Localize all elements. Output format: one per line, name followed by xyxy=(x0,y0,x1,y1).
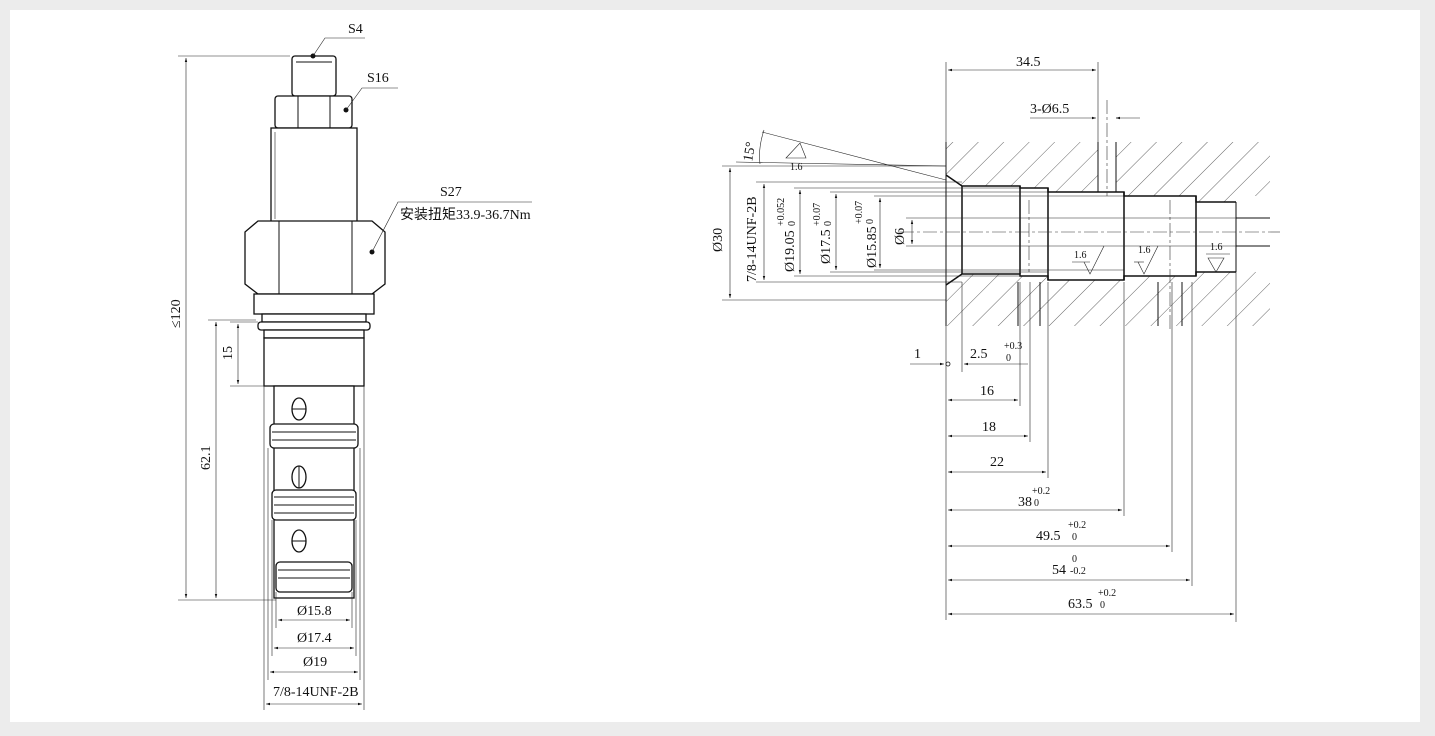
callout-s16: S16 xyxy=(343,71,398,113)
label-dim-38: 38 xyxy=(1018,495,1032,510)
dim-62-1: 62.1 xyxy=(199,319,256,598)
tol-63-5-up: +0.2 xyxy=(1098,588,1116,599)
label-dia-17-4: Ø17.4 xyxy=(297,631,332,646)
label-roughness-4: 1.6 xyxy=(1210,242,1223,253)
label-dim-63-5: 63.5 xyxy=(1068,597,1093,612)
dim-holes: 3-Ø6.5 xyxy=(1030,102,1140,120)
cavity-view: 34.5 3-Ø6.5 15° 1.6 Ø30 7/8-14UN xyxy=(711,55,1280,622)
tol-2-5-lo: 0 xyxy=(1006,353,1011,364)
dim-angle: 15° 1.6 xyxy=(735,129,947,181)
label-dia-15-85: Ø15.85 xyxy=(865,226,880,268)
dim-diameters-vertical: Ø30 7/8-14UNF-2B Ø19.05 +0.052 0 Ø17.5 +… xyxy=(711,165,1236,301)
label-dim-1: 1 xyxy=(914,347,921,362)
tol-15-85-lo: 0 xyxy=(865,219,876,224)
dim-bottom-diameters: Ø15.8 Ø17.4 Ø19 7/8-14UNF-2B xyxy=(263,386,365,710)
dim-depths: 1 2.5 +0.3 0 16 18 22 38 +0.2 0 xyxy=(910,272,1237,622)
label-dim-15: 15 xyxy=(221,346,236,360)
tol-63-5-lo: 0 xyxy=(1100,600,1105,611)
tol-38-up: +0.2 xyxy=(1032,486,1050,497)
tol-38-lo: 0 xyxy=(1034,498,1039,509)
dim-15: 15 xyxy=(221,321,272,387)
roughness-symbols: 1.6 1.6 1.6 xyxy=(1072,242,1230,275)
label-dia-19: Ø19 xyxy=(303,655,327,670)
tol-15-85-up: +0.07 xyxy=(854,201,865,224)
label-roughness-3: 1.6 xyxy=(1138,245,1151,256)
tol-2-5-up: +0.3 xyxy=(1004,341,1022,352)
label-dia-15-8: Ø15.8 xyxy=(297,604,332,619)
label-dim-62-1: 62.1 xyxy=(199,446,214,471)
label-roughness-1: 1.6 xyxy=(790,162,803,173)
label-roughness-2: 1.6 xyxy=(1074,250,1087,261)
label-overall-length: ≤120 xyxy=(169,299,184,328)
tol-49-5-lo: 0 xyxy=(1072,532,1077,543)
valve-body xyxy=(244,55,386,599)
label-s4: S4 xyxy=(348,22,363,37)
callout-s27: S27 安装扭矩33.9-36.7Nm xyxy=(369,185,532,255)
drawing-sheet: S4 S16 S27 安装扭矩33.9-36.7Nm ≤120 15 xyxy=(10,10,1420,722)
label-dim-2-5: 2.5 xyxy=(970,347,988,362)
label-s27: S27 xyxy=(440,185,462,200)
tol-19-05-up: +0.052 xyxy=(776,198,787,226)
drawing-canvas: S4 S16 S27 安装扭矩33.9-36.7Nm ≤120 15 xyxy=(169,22,1280,710)
dim-overall-length: ≤120 xyxy=(169,55,290,601)
label-dia-19-05: Ø19.05 xyxy=(783,230,798,272)
label-holes: 3-Ø6.5 xyxy=(1030,102,1069,117)
label-dim-22: 22 xyxy=(990,455,1004,470)
label-dim-49-5: 49.5 xyxy=(1036,529,1061,544)
cavity-hatched-section xyxy=(900,100,1280,330)
label-s16: S16 xyxy=(367,71,389,86)
label-dim-18: 18 xyxy=(982,420,996,435)
tol-49-5-up: +0.2 xyxy=(1068,520,1086,531)
label-dia-17-5: Ø17.5 xyxy=(819,229,834,264)
tol-19-05-lo: 0 xyxy=(787,221,798,226)
label-thread-left: 7/8-14UNF-2B xyxy=(273,685,359,700)
cartridge-valve-view: S4 S16 S27 安装扭矩33.9-36.7Nm ≤120 15 xyxy=(169,22,532,710)
tol-54-up: 0 xyxy=(1072,554,1077,565)
dim-34-5: 34.5 xyxy=(945,55,1099,175)
tol-17-5-up: +0.07 xyxy=(812,203,823,226)
label-dim-16: 16 xyxy=(980,384,994,399)
label-torque: 安装扭矩33.9-36.7Nm xyxy=(400,207,531,223)
label-dia-30: Ø30 xyxy=(711,228,726,252)
label-dia-6: Ø6 xyxy=(893,228,908,245)
label-dim-34-5: 34.5 xyxy=(1016,55,1041,70)
label-angle: 15° xyxy=(741,141,759,163)
callout-s4: S4 xyxy=(310,22,365,59)
tol-54-lo: -0.2 xyxy=(1070,566,1086,577)
label-thread-right: 7/8-14UNF-2B xyxy=(745,196,760,282)
label-dim-54: 54 xyxy=(1052,563,1066,578)
tol-17-5-lo: 0 xyxy=(823,221,834,226)
